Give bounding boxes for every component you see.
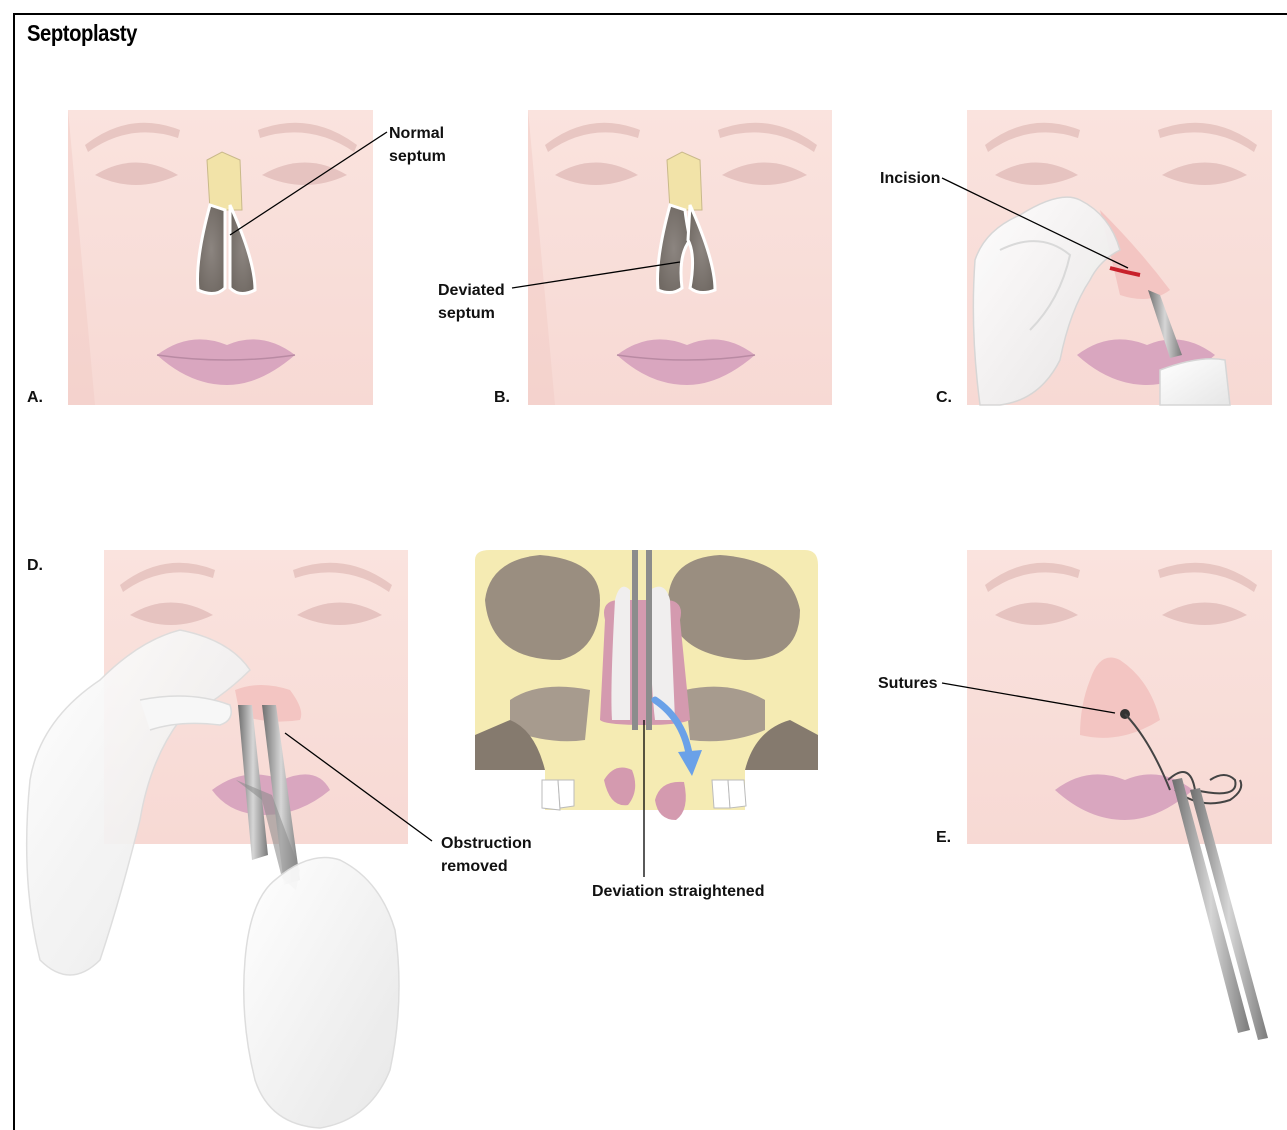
label-deviated-septum-line1: Deviated <box>438 282 505 299</box>
label-deviated-septum-line2: septum <box>438 305 495 322</box>
panel-a-face <box>68 110 373 405</box>
label-normal-septum-line1: Normal <box>389 125 444 142</box>
label-obstruction-line2: removed <box>441 858 508 875</box>
label-obstruction-line1: Obstruction <box>441 835 532 852</box>
panel-d-face <box>27 550 408 1128</box>
panel-label-a: A. <box>27 389 43 406</box>
label-sutures: Sutures <box>878 675 938 692</box>
label-incision: Incision <box>880 170 940 187</box>
panel-label-d: D. <box>27 557 43 574</box>
panel-c-face <box>967 110 1272 405</box>
panel-e-face <box>967 550 1272 1040</box>
nasal-cross-section <box>475 550 818 820</box>
panel-b-face <box>528 110 832 405</box>
panel-label-e: E. <box>936 829 951 846</box>
panel-label-b: B. <box>494 389 510 406</box>
label-normal-septum-line2: septum <box>389 148 446 165</box>
label-deviation-straightened: Deviation straightened <box>592 883 764 900</box>
panel-label-c: C. <box>936 389 952 406</box>
